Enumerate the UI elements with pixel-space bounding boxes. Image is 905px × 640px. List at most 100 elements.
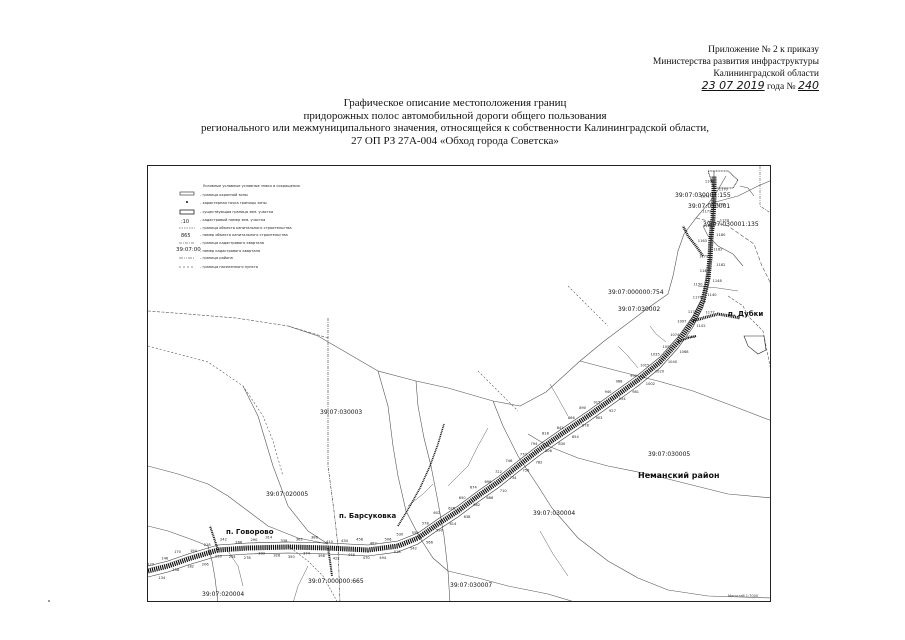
- point-label: 770: [520, 453, 528, 457]
- point-label: 1020: [655, 370, 665, 374]
- point-label: 362: [296, 537, 303, 541]
- title-line-3: регионального или межмуниципального знач…: [200, 122, 710, 134]
- point-label: 278: [244, 556, 252, 560]
- road-edge-north: [148, 171, 715, 567]
- road-secondary: [397, 423, 445, 527]
- approval-date-row: 23 07 2019 года № 240: [589, 80, 819, 93]
- point-label: 1083: [686, 335, 695, 339]
- point-label: 758: [523, 468, 531, 472]
- point-label: 968: [616, 380, 624, 384]
- point-label: 1179: [699, 254, 709, 258]
- point-label: 842: [557, 426, 564, 430]
- point-label: 206: [202, 562, 210, 566]
- approval-block: Приложение № 2 к приказу Министерства ра…: [589, 44, 819, 93]
- title-line-1: Графическое описание местоположения гран…: [343, 97, 567, 109]
- point-label: 542: [410, 547, 417, 551]
- settlement-govorovo: п. Говорово: [226, 528, 274, 536]
- point-label: 446: [348, 553, 356, 557]
- map-canvas: Условные условные условные знаки и сокра…: [148, 166, 770, 601]
- quarter-labels: 39:07:030001:155 39:07:030001 39:07:0300…: [202, 192, 759, 598]
- point-label: 903: [596, 416, 603, 420]
- road-branch-govorovo: [209, 525, 219, 551]
- point-label: 1102: [696, 324, 705, 328]
- point-label: 1168: [703, 224, 713, 228]
- point-label: 266: [235, 541, 243, 545]
- title-line-2: придорожных полос автомобильной дороги о…: [303, 109, 607, 122]
- point-label: 1162: [713, 248, 722, 252]
- road-north-cluster: [707, 170, 739, 189]
- point-label: 554: [412, 531, 420, 535]
- point-label: 338: [281, 539, 289, 543]
- point-label: 326: [273, 553, 281, 557]
- point-label: 230: [215, 554, 223, 558]
- point-label: 458: [356, 538, 364, 542]
- road-corridor: [148, 170, 741, 578]
- legend-symbol-zone: [179, 191, 195, 196]
- point-label: 434: [341, 539, 349, 543]
- point-label: 1173: [702, 210, 711, 214]
- point-label: 818: [542, 431, 550, 435]
- point-label: 182: [187, 565, 194, 569]
- legend-symbol-parcel: [179, 209, 195, 215]
- point-label: 638: [464, 515, 472, 519]
- point-label: 1150: [693, 282, 703, 286]
- point-label: 518: [394, 550, 402, 554]
- point-label: 662: [473, 503, 480, 507]
- quarter-label-9: 39:07:030004: [533, 510, 575, 517]
- quarter-label-1: 39:07:030001:155: [675, 192, 731, 199]
- quarter-label-10: 39:07:000000:665: [308, 578, 364, 585]
- point-label: 890: [579, 406, 587, 410]
- quarter-label-8: 39:07:020005: [266, 491, 308, 498]
- point-label: 602: [433, 511, 440, 515]
- map-frame: Условные условные условные знаки и сокра…: [147, 165, 771, 602]
- road-branch-north: [681, 225, 705, 257]
- point-label: 878: [582, 423, 590, 427]
- point-label: 1180: [716, 233, 726, 237]
- point-label: 194: [190, 549, 198, 553]
- point-label: 866: [568, 416, 576, 420]
- point-label: 1174: [720, 218, 730, 222]
- point-label: 1143: [700, 269, 709, 273]
- quarter-label-3: 39:07:030001:135: [703, 221, 759, 228]
- point-label: 722: [495, 470, 502, 474]
- approval-year-word: года №: [766, 82, 796, 92]
- point-label: 794: [531, 442, 539, 446]
- point-label: 990: [630, 374, 638, 378]
- road-branch-barsukovka: [327, 547, 333, 577]
- point-labels: 1169117011711172117311741168118011631162…: [148, 180, 730, 580]
- document-title: Графическое описание местоположения гран…: [190, 97, 720, 147]
- legend-item-10: - граница населенного пункта: [200, 265, 258, 269]
- title-line-4: 27 ОП РЗ 27А-004 «Обход города Советска»: [351, 134, 559, 147]
- point-label: 590: [436, 529, 444, 533]
- point-label: 710: [500, 489, 508, 493]
- point-label: 1002: [646, 382, 655, 386]
- point-label: 1172: [716, 202, 725, 206]
- point-label: 734: [510, 476, 518, 480]
- point-label: 650: [459, 496, 467, 500]
- point-label: 134: [158, 576, 166, 580]
- point-label: 242: [220, 538, 227, 542]
- point-label: 954: [619, 397, 627, 401]
- point-label: 981: [632, 390, 639, 394]
- point-label: 1097: [677, 320, 686, 324]
- legend-symbol-num2: 865: [181, 233, 191, 239]
- point-label: 674: [470, 485, 478, 489]
- point-label: 1040: [668, 360, 678, 364]
- legend-item-2: - характерная точка границы зоны: [200, 201, 267, 205]
- road-branch-dubki: [692, 312, 741, 323]
- legend-item-6: - номер объекта капитального строительст…: [200, 233, 288, 237]
- point-label: 686: [486, 496, 494, 500]
- point-label: 1177: [706, 310, 715, 314]
- point-label: 506: [385, 537, 393, 541]
- quarter-label-11: 39:07:020004: [202, 591, 244, 598]
- point-label: 927: [609, 409, 616, 413]
- quarter-label-2: 39:07:030001: [688, 203, 730, 210]
- point-label: 746: [506, 459, 514, 463]
- point-label: 1074: [670, 333, 680, 337]
- point-label: 626: [448, 506, 456, 510]
- approval-line-1: Приложение № 2 к приказу: [708, 45, 819, 55]
- point-label: 1140: [707, 293, 717, 297]
- road-points-dense: [148, 176, 717, 574]
- quarter-label-7: 39:07:030005: [648, 451, 690, 458]
- settlement-dubki: п. Дубки: [728, 310, 763, 318]
